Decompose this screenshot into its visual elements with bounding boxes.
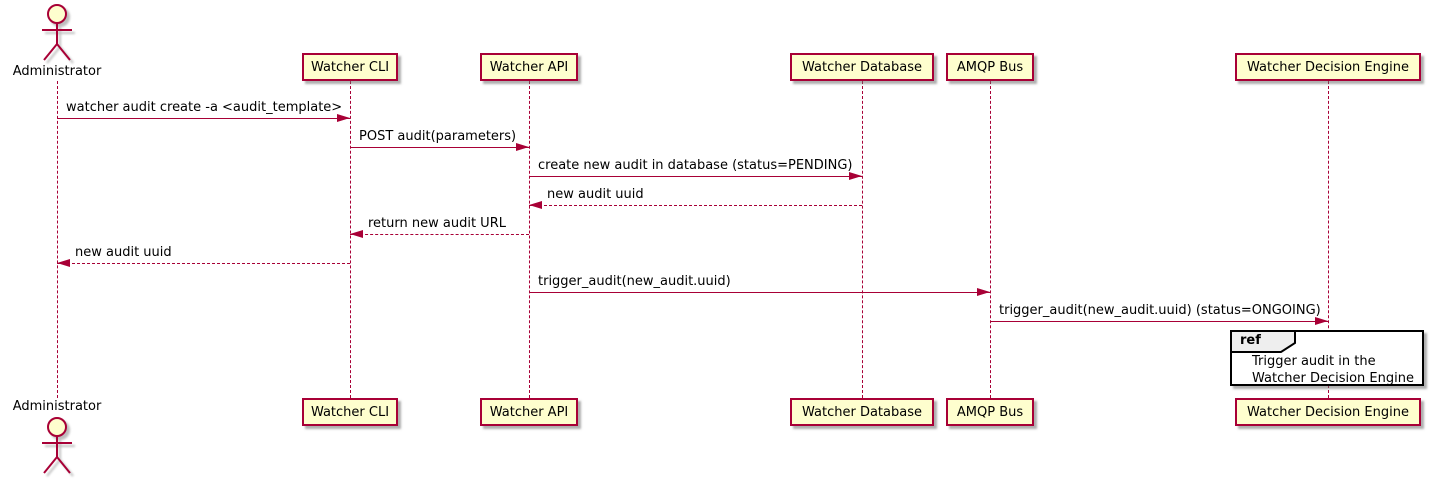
participant-bottom-amqp-bus: AMQP Bus: [946, 398, 1034, 426]
participant-bottom-watcher-database: Watcher Database: [790, 398, 934, 426]
message-arrowhead-icon-2: [849, 172, 862, 180]
participant-label: Watcher API: [489, 59, 569, 75]
actor-icon-top-administrator: [38, 3, 76, 67]
participant-label: Watcher CLI: [310, 59, 390, 75]
participant-top-watcher-decision-engine: Watcher Decision Engine: [1235, 53, 1421, 81]
message-arrowhead-icon-7: [1315, 317, 1328, 325]
message-line-1: [350, 147, 529, 148]
message-line-6: [529, 292, 990, 293]
message-line-2: [529, 176, 862, 177]
participant-top-amqp-bus: AMQP Bus: [946, 53, 1034, 81]
message-arrowhead-icon-5: [57, 259, 70, 267]
message-arrowhead-icon-4: [350, 230, 363, 238]
participant-label: AMQP Bus: [956, 404, 1024, 420]
message-label-6: trigger_audit(new_audit.uuid): [538, 274, 731, 289]
participant-label: Watcher Database: [802, 59, 922, 75]
participant-bottom-watcher-cli: Watcher CLI: [302, 398, 398, 426]
ref-line-1: Watcher Decision Engine: [1252, 371, 1414, 386]
participant-bottom-administrator: Administrator: [12, 399, 102, 414]
lifeline-amqp-bus: [990, 81, 991, 398]
lifeline-watcher-api: [529, 81, 530, 398]
participant-bottom-watcher-decision-engine: Watcher Decision Engine: [1235, 398, 1421, 426]
message-arrowhead-icon-1: [516, 143, 529, 151]
lifeline-administrator: [57, 81, 58, 398]
message-label-0: watcher audit create -a <audit_template>: [66, 100, 343, 115]
participant-top-watcher-database: Watcher Database: [790, 53, 934, 81]
message-line-5: [57, 263, 350, 264]
message-label-1: POST audit(parameters): [359, 129, 517, 144]
lifeline-watcher-cli: [350, 81, 351, 398]
participant-bottom-watcher-api: Watcher API: [480, 398, 578, 426]
message-label-4: return new audit URL: [368, 216, 506, 231]
participant-top-watcher-cli: Watcher CLI: [302, 53, 398, 81]
message-label-7: trigger_audit(new_audit.uuid) (status=ON…: [999, 303, 1321, 318]
ref-header-pentagon: [1230, 330, 1298, 358]
participant-top-watcher-api: Watcher API: [480, 53, 578, 81]
message-line-4: [350, 234, 529, 235]
message-label-5: new audit uuid: [75, 245, 172, 260]
participant-label: Watcher Database: [802, 404, 922, 420]
participant-label: Watcher API: [489, 404, 569, 420]
message-arrowhead-icon-3: [529, 201, 542, 209]
message-label-2: create new audit in database (status=PEN…: [538, 158, 853, 173]
message-arrowhead-icon-6: [977, 288, 990, 296]
participant-top-administrator: Administrator: [12, 64, 102, 79]
message-label-3: new audit uuid: [547, 187, 644, 202]
lifeline-watcher-database: [862, 81, 863, 398]
participant-label: Watcher Decision Engine: [1247, 404, 1409, 420]
ref-keyword: ref: [1240, 333, 1261, 348]
ref-line-0: Trigger audit in the: [1252, 354, 1376, 369]
participant-label: Watcher CLI: [310, 404, 390, 420]
message-line-3: [529, 205, 862, 206]
message-line-0: [57, 118, 350, 119]
lifeline-watcher-decision-engine: [1328, 81, 1329, 398]
actor-icon-bottom-administrator: [38, 416, 76, 480]
message-line-7: [990, 321, 1328, 322]
participant-label: AMQP Bus: [956, 59, 1024, 75]
message-arrowhead-icon-0: [337, 114, 350, 122]
participant-label: Watcher Decision Engine: [1247, 59, 1409, 75]
